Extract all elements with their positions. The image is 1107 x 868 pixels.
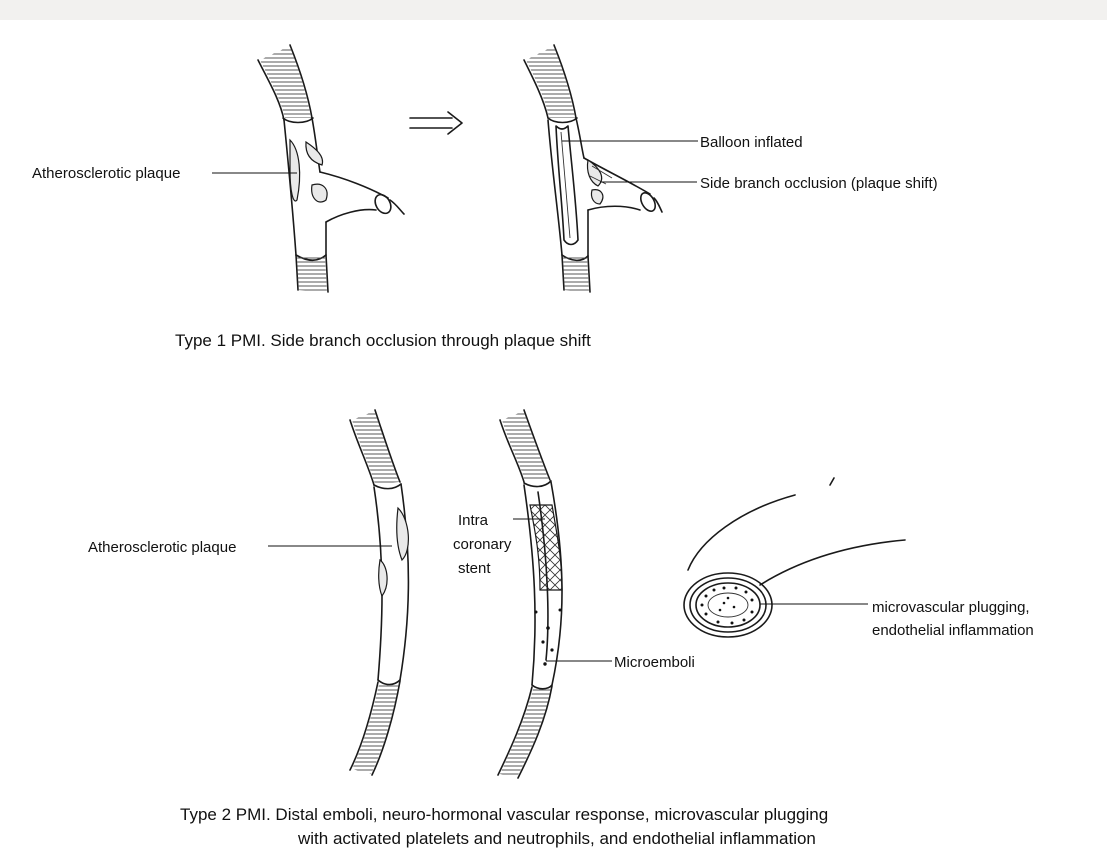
type1-vessel-left xyxy=(258,45,404,292)
stent-label-line1: Intra xyxy=(458,512,489,529)
type2-caption-line1: Type 2 PMI. Distal emboli, neuro-hormona… xyxy=(180,805,828,824)
balloon-inflated-label: Balloon inflated xyxy=(700,134,803,151)
stent-label-line2: coronary xyxy=(453,536,512,553)
stent-label-line3: stent xyxy=(458,560,491,577)
type2-vessel-stent xyxy=(498,410,562,778)
type2-caption-line2: with activated platelets and neutrophils… xyxy=(297,829,816,848)
type2-vessel-left xyxy=(350,410,408,775)
transition-arrow xyxy=(410,112,462,134)
microemboli-label: Microemboli xyxy=(614,654,695,671)
plugging-label-line2: endothelial inflammation xyxy=(872,622,1034,639)
type1-vessel-right xyxy=(524,45,662,292)
type1-plaque-label: Atherosclerotic plaque xyxy=(32,165,180,182)
plugging-label-line1: microvascular plugging, xyxy=(872,599,1030,616)
side-branch-occlusion-label: Side branch occlusion (plaque shift) xyxy=(700,175,938,192)
type1-caption: Type 1 PMI. Side branch occlusion throug… xyxy=(175,331,591,350)
type2-plaque-label: Atherosclerotic plaque xyxy=(88,539,236,556)
